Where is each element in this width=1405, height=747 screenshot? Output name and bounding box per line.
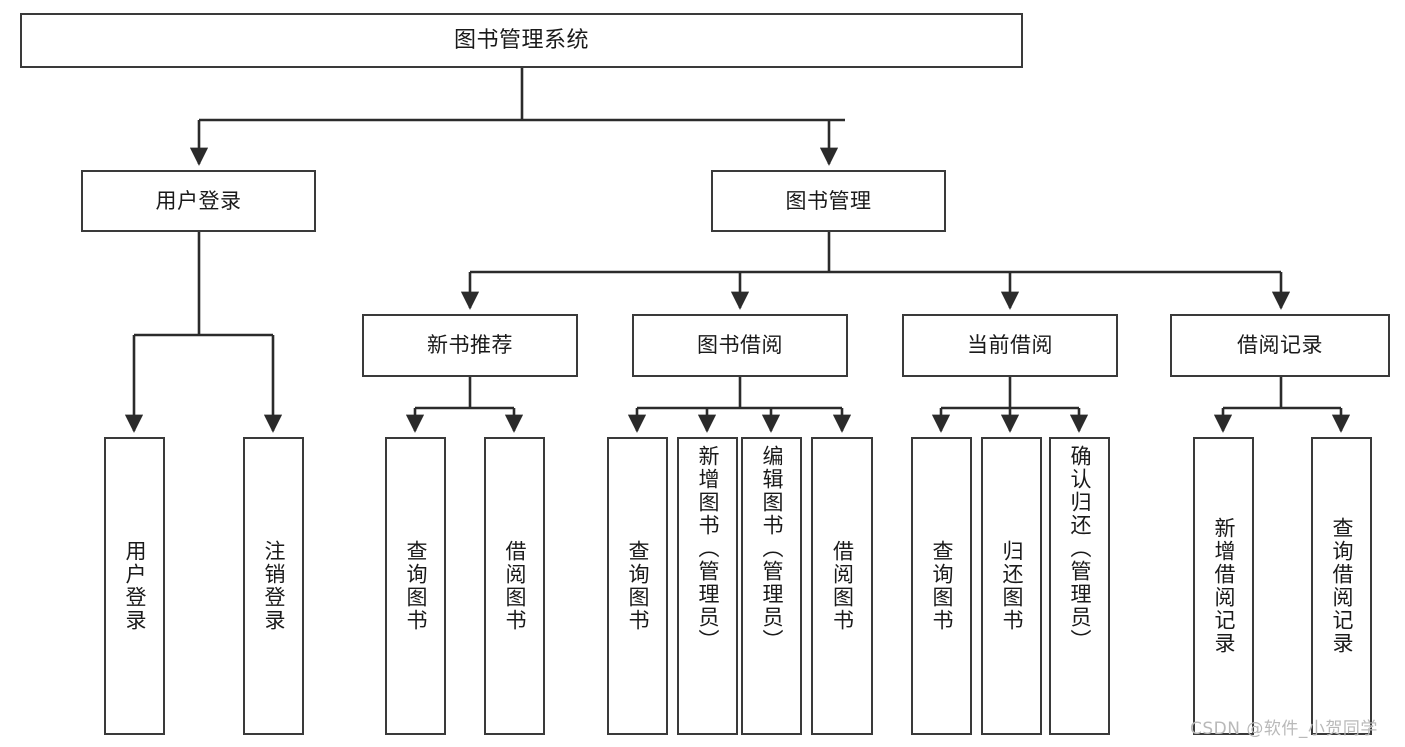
node-label: 新书推荐 bbox=[427, 333, 513, 358]
leaf-book-borrow-borrow[interactable]: 借阅图书 bbox=[811, 437, 873, 735]
leaf-new-book-borrow[interactable]: 借阅图书 bbox=[484, 437, 545, 735]
leaf-current-borrow-return[interactable]: 归还图书 bbox=[981, 437, 1042, 735]
leaf-borrow-record-add[interactable]: 新增借阅记录 bbox=[1193, 437, 1254, 735]
node-label: 注销登录 bbox=[262, 540, 286, 632]
leaf-user-login-login[interactable]: 用户登录 bbox=[104, 437, 165, 735]
leaf-user-login-logout[interactable]: 注销登录 bbox=[243, 437, 304, 735]
node-label: 借阅图书 bbox=[830, 540, 855, 632]
csdn-watermark: CSDN @软件_小贺同学 bbox=[1190, 719, 1378, 739]
node-label: 归还图书 bbox=[1000, 540, 1024, 632]
node-label: 新增借阅记录 bbox=[1212, 517, 1236, 655]
node-current-borrow[interactable]: 当前借阅 bbox=[902, 314, 1118, 377]
node-borrow-record[interactable]: 借阅记录 bbox=[1170, 314, 1390, 377]
node-label: 用户登录 bbox=[123, 540, 147, 632]
node-label: 图书借阅 bbox=[697, 333, 783, 358]
leaf-current-borrow-query[interactable]: 查询图书 bbox=[911, 437, 972, 735]
node-label: 图书管理系统 bbox=[453, 27, 589, 53]
leaf-current-borrow-confirm-return[interactable]: 确认归还（管理员） bbox=[1049, 437, 1110, 735]
leaf-book-borrow-edit[interactable]: 编辑图书（管理员） bbox=[741, 437, 802, 735]
node-root-system[interactable]: 图书管理系统 bbox=[20, 13, 1023, 68]
node-new-book-recommend[interactable]: 新书推荐 bbox=[362, 314, 578, 377]
leaf-book-borrow-add[interactable]: 新增图书（管理员） bbox=[677, 437, 738, 735]
node-label: 当前借阅 bbox=[967, 333, 1053, 358]
node-label: 查询图书 bbox=[626, 540, 650, 632]
node-label: 编辑图书（管理员） bbox=[760, 445, 784, 652]
node-label: 借阅图书 bbox=[503, 540, 527, 632]
node-book-management[interactable]: 图书管理 bbox=[711, 170, 946, 232]
node-label: 确认归还（管理员） bbox=[1068, 445, 1092, 652]
node-book-borrow[interactable]: 图书借阅 bbox=[632, 314, 848, 377]
node-label: 新增图书（管理员） bbox=[696, 445, 720, 652]
node-label: 查询借阅记录 bbox=[1330, 517, 1354, 655]
leaf-book-borrow-query[interactable]: 查询图书 bbox=[607, 437, 668, 735]
node-label: 查询图书 bbox=[404, 540, 428, 632]
node-label: 借阅记录 bbox=[1237, 333, 1323, 358]
leaf-borrow-record-query[interactable]: 查询借阅记录 bbox=[1311, 437, 1372, 735]
node-label: 查询图书 bbox=[930, 540, 954, 632]
node-user-login[interactable]: 用户登录 bbox=[81, 170, 316, 232]
leaf-new-book-query[interactable]: 查询图书 bbox=[385, 437, 446, 735]
node-label: 图书管理 bbox=[785, 188, 872, 213]
node-label: 用户登录 bbox=[155, 188, 242, 213]
